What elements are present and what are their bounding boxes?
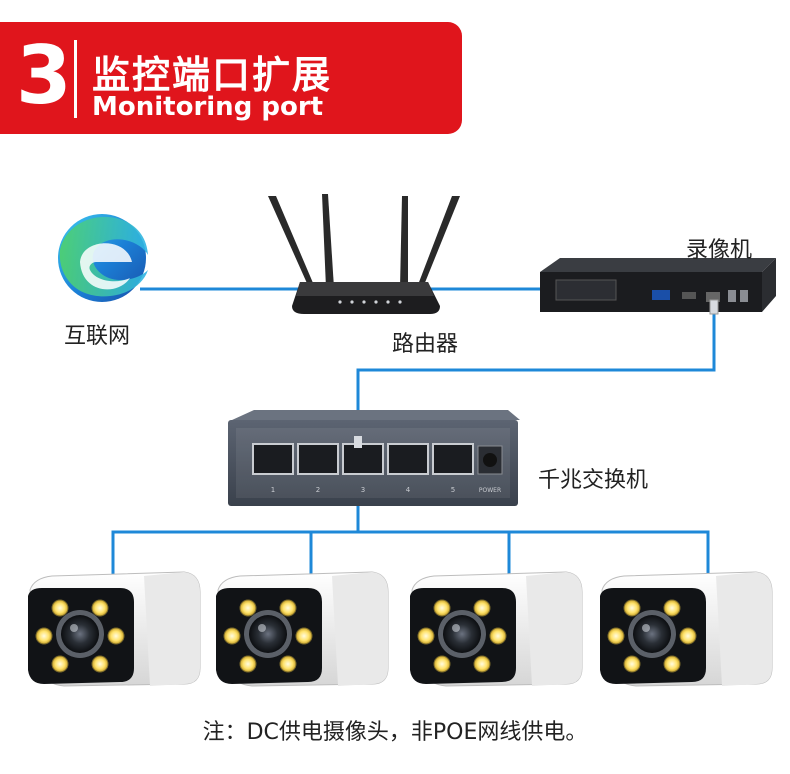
- switch-port-2: 2: [316, 486, 320, 494]
- internet-icon: [58, 214, 148, 302]
- nvr-label: 录像机: [686, 232, 752, 264]
- switch-port-5: 5: [451, 486, 455, 494]
- switch-label: 千兆交换机: [538, 462, 648, 494]
- camera-3-icon: [410, 572, 582, 686]
- cameras: [28, 572, 772, 686]
- camera-2-icon: [216, 572, 388, 686]
- router-label: 路由器: [392, 326, 458, 358]
- switch-port-4: 4: [406, 486, 411, 494]
- switch-port-3: 3: [361, 486, 365, 494]
- footnote: 注：DC供电摄像头，非POE网线供电。: [0, 714, 790, 746]
- internet-label: 互联网: [64, 318, 130, 350]
- router-icon: [268, 194, 460, 314]
- switch-icon: 1 2 3 4 5 POWER: [228, 410, 520, 506]
- cable-camera-bus: [113, 532, 708, 580]
- switch-port-1: 1: [271, 486, 275, 494]
- camera-1-icon: [28, 572, 200, 686]
- nvr-icon: [540, 258, 776, 314]
- switch-power-label: POWER: [479, 487, 501, 494]
- camera-4-icon: [600, 572, 772, 686]
